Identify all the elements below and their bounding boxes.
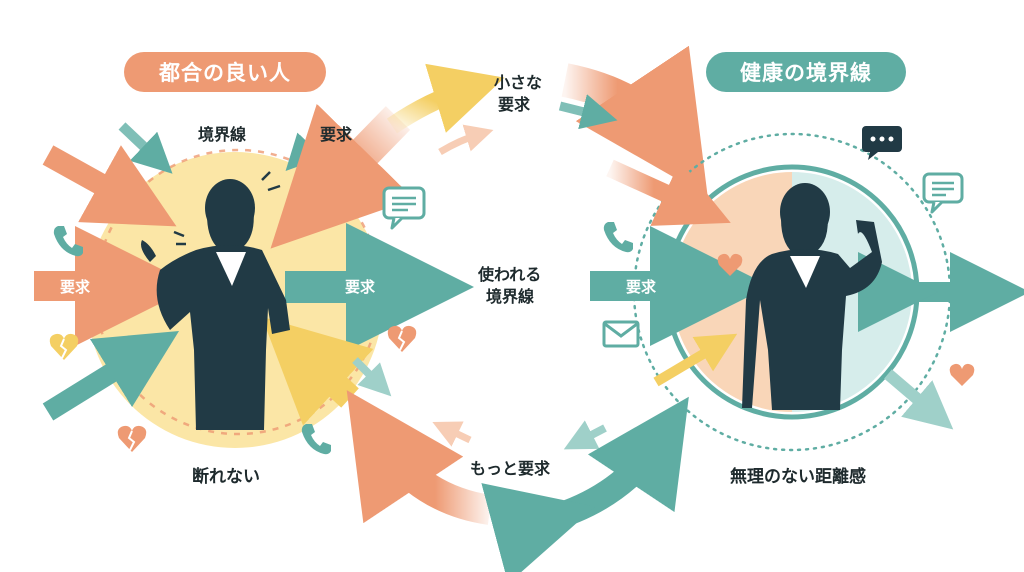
stress-lines — [173, 171, 281, 246]
phone-icon — [603, 222, 633, 253]
left-title-pill: 都合の良い人 — [124, 52, 326, 92]
boundary-label-left: 境界線 — [198, 125, 247, 144]
request-label-right-arrow: 要求 — [345, 278, 376, 296]
broken-heart-icon — [49, 333, 79, 360]
arrow-right-lower-out — [884, 369, 954, 430]
phone-icon — [301, 424, 331, 455]
arrow-upper-left-orange — [42, 145, 177, 227]
arrow-bottom-teal-thin — [563, 420, 607, 450]
arrow-lower-right-teal — [352, 357, 392, 397]
arrow-big-orange-diagonal — [270, 103, 415, 249]
arrow-bottom-orange-curve — [346, 390, 493, 525]
center-flow — [346, 45, 708, 572]
chat-bubble-icon — [382, 186, 426, 230]
request-label-right-scene: 要求 — [626, 278, 657, 296]
arrow-right-incoming-orange — [606, 159, 731, 226]
heart-icon — [949, 363, 975, 386]
small-request-line2: 要求 — [498, 95, 531, 114]
right-scene — [590, 132, 1024, 452]
small-request-line1: 小さな — [494, 73, 543, 92]
arrow-right-yellow — [653, 333, 738, 387]
left-caption: 断れない — [192, 467, 260, 487]
request-label-left-arrow: 要求 — [60, 278, 91, 296]
mail-icon — [602, 320, 640, 348]
arrow-top-big-orange — [561, 45, 708, 197]
arrow-top-teal-thin — [558, 94, 618, 130]
broken-heart-icon — [387, 325, 417, 352]
right-title-pill: 健康の境界線 — [706, 52, 906, 92]
used-boundary-line1: 使われる — [478, 265, 542, 284]
arrow-bottom-orange-faint — [432, 421, 472, 447]
speech-dots-icon — [862, 126, 902, 160]
broken-heart-icon — [117, 425, 147, 452]
more-request-label: もっと要求 — [470, 459, 551, 478]
phone-icon — [53, 226, 83, 257]
left-scene — [34, 103, 474, 448]
heart-icon — [717, 253, 743, 276]
woman-silhouette-left — [141, 179, 290, 430]
arrow-small-request-yellow — [386, 63, 505, 134]
arrow-top-left-teal — [118, 122, 173, 174]
arrow-lower-left-teal — [42, 330, 180, 421]
arrow-lower-right-yellow — [261, 316, 374, 426]
chat-bubble-icon — [922, 172, 964, 214]
arrow-top-teal-small — [285, 131, 324, 172]
used-boundary-line2: 境界線 — [486, 287, 535, 306]
woman-silhouette-right — [742, 183, 882, 410]
right-caption: 無理のない距離感 — [730, 467, 866, 487]
arrow-bottom-teal-double — [481, 396, 689, 572]
request-label-top: 要求 — [320, 125, 353, 144]
arrow-small-request-faint — [438, 124, 494, 156]
